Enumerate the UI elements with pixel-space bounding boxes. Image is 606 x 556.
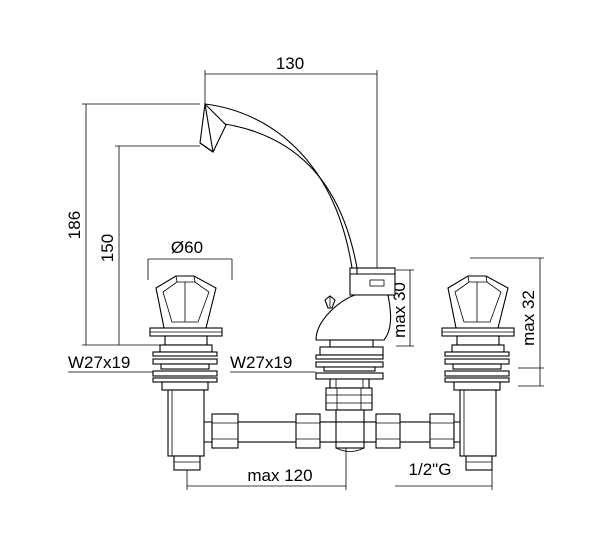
dim-spout-height: 150 [98, 234, 117, 262]
dim-max-spacing: max 120 [247, 466, 312, 485]
dim-handle-diameter: Ø60 [171, 238, 203, 257]
dim-connection: 1/2"G [409, 460, 452, 479]
dim-max-deck-center: max 30 [390, 282, 409, 338]
dimension-lines [68, 70, 544, 490]
dim-max-deck-right: max 32 [519, 290, 538, 346]
dim-thread-left: W27x19 [68, 353, 130, 372]
spout [199, 102, 396, 296]
dim-thread-center: W27x19 [230, 353, 292, 372]
left-valve [149, 275, 223, 471]
dim-spout-reach: 130 [276, 54, 304, 73]
dim-total-height: 186 [65, 211, 84, 239]
right-valve [441, 275, 515, 471]
connecting-pipe [197, 413, 463, 449]
